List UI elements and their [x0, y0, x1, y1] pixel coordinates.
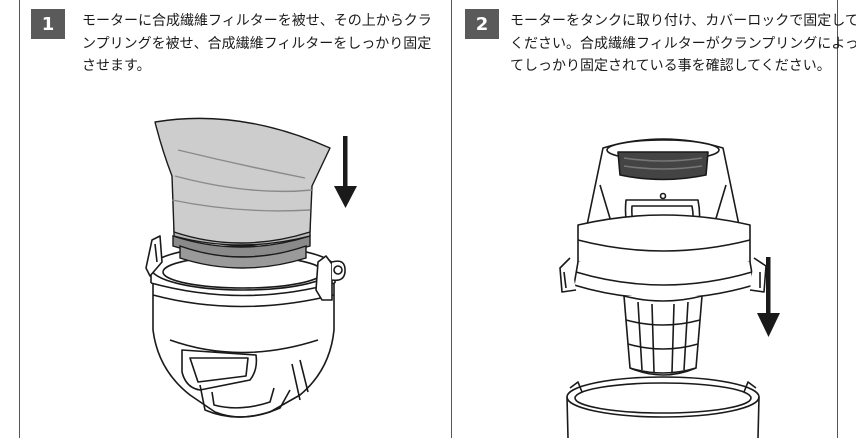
step-1-instruction-text: モーターに合成繊維フィルターを被せ、その上からクランプリングを被せ、合成繊維フィ…	[82, 13, 432, 74]
step-1-number-badge: 1	[31, 9, 65, 39]
left-border-line	[19, 0, 20, 438]
right-border-line	[837, 0, 838, 438]
step-2-instruction-text: モーターをタンクに取り付け、カバーロックで固定してください。合成繊維フィルターが…	[510, 13, 856, 74]
step-1-down-arrow-icon	[334, 136, 357, 208]
step-2-panel: 2 モーターをタンクに取り付け、カバーロックで固定してください。合成繊維フィルタ…	[428, 0, 856, 438]
step-2-number-badge: 2	[465, 9, 499, 39]
step-2-down-arrow-icon	[757, 257, 780, 337]
step-1-illustration	[145, 117, 357, 418]
step-1-panel: 1 モーターに合成繊維フィルターを被せ、その上からクランプリングを被せ、合成繊維…	[31, 9, 432, 418]
panel-divider-line	[451, 0, 452, 438]
step-2-illustration	[559, 138, 780, 438]
